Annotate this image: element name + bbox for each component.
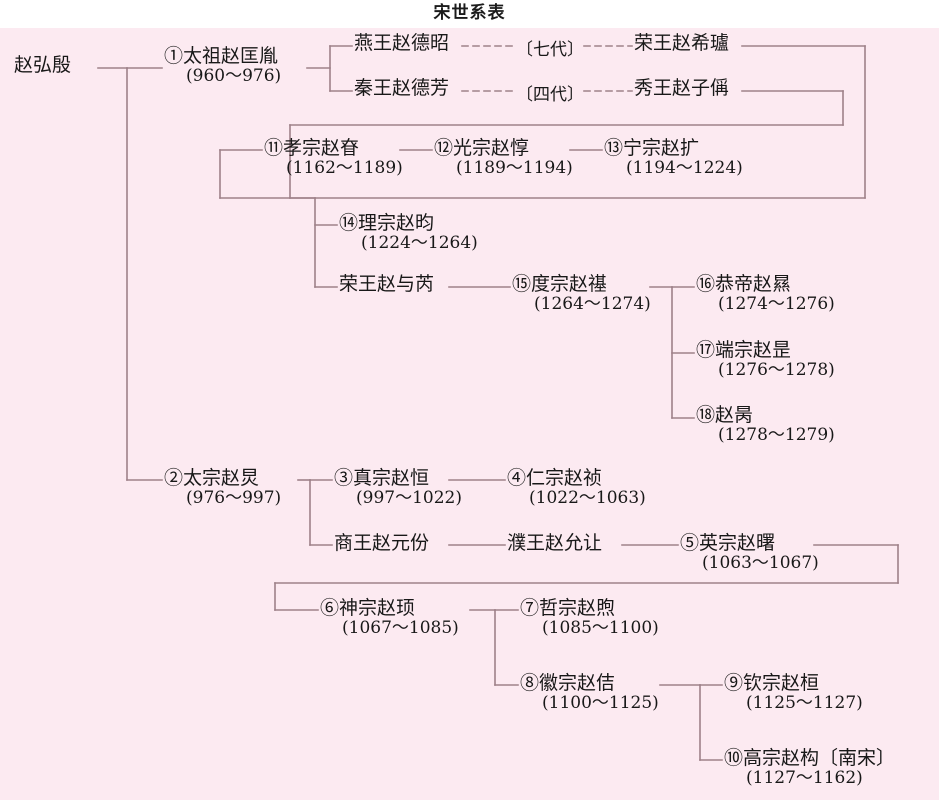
node-xiaozong[interactable]: ⑪孝宗赵眘 (1162～1189) <box>264 137 403 179</box>
node-gaozong-years: (1127～1162) <box>746 768 863 789</box>
node-rongwang-yurui-name: 荣王赵与芮 <box>339 273 435 295</box>
node-qinwang-name: 秦王赵德芳 <box>354 77 450 99</box>
node-yanwang-name: 燕王赵德昭 <box>354 32 450 54</box>
node-lizong-name: ⑭理宗赵昀 <box>339 212 435 234</box>
node-taizong-name: ②太宗赵炅 <box>164 467 260 489</box>
node-zhenzong[interactable]: ③真宗赵恒 (997～1022) <box>334 467 462 509</box>
node-zhenzong-name: ③真宗赵恒 <box>334 467 430 489</box>
node-shenzong-years: (1067～1085) <box>342 618 459 639</box>
node-zhenzong-years: (997～1022) <box>356 488 462 509</box>
node-qinwang[interactable]: 秦王赵德芳 <box>354 77 450 99</box>
node-xiaozong-name: ⑪孝宗赵眘 <box>264 137 360 159</box>
node-yanwang[interactable]: 燕王赵德昭 <box>354 32 450 54</box>
node-lizong[interactable]: ⑭理宗赵昀 (1224～1264) <box>339 212 478 254</box>
node-puwang-name: 濮王赵允让 <box>507 532 603 554</box>
node-huizong-years: (1100～1125) <box>542 693 659 714</box>
node-duanzong[interactable]: ⑰端宗赵昰 (1276～1278) <box>696 339 835 381</box>
generation-label-four: 〔四代〕 <box>516 85 584 105</box>
node-zhezong-years: (1085～1100) <box>542 618 659 639</box>
node-taizu[interactable]: ①太祖赵匡胤 (960～976) <box>164 45 282 87</box>
node-renzong-years: (1022～1063) <box>529 488 646 509</box>
node-zhaobing-years: (1278～1279) <box>718 425 835 446</box>
node-shangwang-name: 商王赵元份 <box>334 532 430 554</box>
node-shenzong[interactable]: ⑥神宗赵顼 (1067～1085) <box>320 597 459 639</box>
node-renzong-name: ④仁宗赵祯 <box>507 467 603 489</box>
node-root-name: 赵弘殷 <box>14 54 72 76</box>
node-zhezong[interactable]: ⑦哲宗赵煦 (1085～1100) <box>520 597 659 639</box>
node-taizong[interactable]: ②太宗赵炅 (976～997) <box>164 467 282 509</box>
node-gaozong-name: ⑩高宗赵构〔南宋〕 <box>724 747 896 769</box>
node-ningzong[interactable]: ⑬宁宗赵扩 (1194～1224) <box>604 137 743 179</box>
node-gongdi-years: (1274～1276) <box>718 294 835 315</box>
chart-canvas: 赵弘殷 ①太祖赵匡胤 (960～976) 燕王赵德昭 秦王赵德芳 〔七代〕 〔四… <box>0 28 939 800</box>
node-yingzong-years: (1063～1067) <box>702 553 819 574</box>
node-taizu-years: (960～976) <box>186 66 282 87</box>
page-title: 宋世系表 <box>433 3 506 23</box>
node-qinzong[interactable]: ⑨钦宗赵桓 (1125～1127) <box>724 672 863 714</box>
node-guangzong[interactable]: ⑫光宗赵惇 (1189～1194) <box>434 137 573 179</box>
node-huizong[interactable]: ⑧徽宗赵佶 (1100～1125) <box>520 672 659 714</box>
node-shangwang[interactable]: 商王赵元份 <box>334 532 430 554</box>
generation-label-seven: 〔七代〕 <box>516 40 584 60</box>
connector-lines <box>97 45 899 761</box>
node-taizu-name: ①太祖赵匡胤 <box>164 45 279 67</box>
node-huizong-name: ⑧徽宗赵佶 <box>520 672 616 694</box>
node-root[interactable]: 赵弘殷 <box>14 54 72 76</box>
node-puwang[interactable]: 濮王赵允让 <box>507 532 603 554</box>
node-zhaobing[interactable]: ⑱赵昺 (1278～1279) <box>696 404 835 446</box>
node-duzong-name: ⑮度宗赵禥 <box>512 273 608 295</box>
node-rongwang-yurui[interactable]: 荣王赵与芮 <box>339 273 435 295</box>
node-shenzong-name: ⑥神宗赵顼 <box>320 597 416 619</box>
node-xiaozong-years: (1162～1189) <box>286 158 403 179</box>
node-gongdi-name: ⑯恭帝赵㬎 <box>696 273 792 295</box>
node-xiuwang-name: 秀王赵子偁 <box>634 77 730 99</box>
node-guangzong-name: ⑫光宗赵惇 <box>434 137 530 159</box>
node-duanzong-years: (1276～1278) <box>718 360 835 381</box>
node-yingzong-name: ⑤英宗赵曙 <box>680 532 776 554</box>
node-lizong-years: (1224～1264) <box>361 233 478 254</box>
node-zhezong-name: ⑦哲宗赵煦 <box>520 597 616 619</box>
node-gongdi[interactable]: ⑯恭帝赵㬎 (1274～1276) <box>696 273 835 315</box>
node-yingzong[interactable]: ⑤英宗赵曙 (1063～1067) <box>680 532 819 574</box>
node-duzong-years: (1264～1274) <box>534 294 651 315</box>
node-guangzong-years: (1189～1194) <box>456 158 573 179</box>
node-qinzong-years: (1125～1127) <box>746 693 863 714</box>
node-ningzong-name: ⑬宁宗赵扩 <box>604 137 700 159</box>
node-duzong[interactable]: ⑮度宗赵禥 (1264～1274) <box>512 273 651 315</box>
node-rongwang-xilu[interactable]: 荣王赵希瓐 <box>634 32 730 54</box>
node-zhaobing-name: ⑱赵昺 <box>696 404 754 426</box>
node-renzong[interactable]: ④仁宗赵祯 (1022～1063) <box>507 467 646 509</box>
node-duanzong-name: ⑰端宗赵昰 <box>696 339 792 361</box>
node-xiuwang[interactable]: 秀王赵子偁 <box>634 77 730 99</box>
node-qinzong-name: ⑨钦宗赵桓 <box>724 672 820 694</box>
node-taizong-years: (976～997) <box>186 488 282 509</box>
node-gaozong[interactable]: ⑩高宗赵构〔南宋〕 (1127～1162) <box>724 747 896 789</box>
node-ningzong-years: (1194～1224) <box>626 158 743 179</box>
node-rongwang-xilu-name: 荣王赵希瓐 <box>634 32 730 54</box>
